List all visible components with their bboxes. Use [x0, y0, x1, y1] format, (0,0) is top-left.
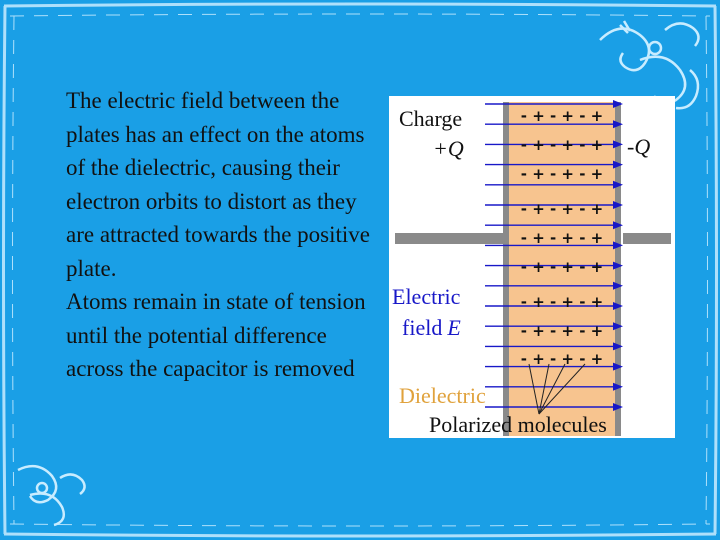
dielectric-label: Dielectric — [399, 383, 486, 408]
field-symbol: E — [446, 315, 461, 340]
field-arrow — [485, 241, 623, 250]
paragraph-field-effect: The electric field between the plates ha… — [66, 88, 370, 281]
molecule-row: - + - + - + — [521, 293, 604, 311]
field-arrow — [485, 302, 623, 310]
dielectric-diagram-svg: - + - + - + - + - + - + - + - + - + - + - +… — [392, 100, 671, 437]
molecule-row: - + - + - + — [521, 107, 604, 125]
corner-flourish-bottom-left — [17, 464, 86, 527]
field-arrow — [485, 403, 623, 411]
molecule-row: - + - + - + — [521, 136, 604, 154]
field-arrow — [485, 180, 623, 189]
minus-q-label: -Q — [627, 134, 650, 159]
right-plate — [623, 233, 671, 244]
polarized-molecules: - + - + - + - + - + - + - + - + - + - + - +… — [521, 107, 604, 368]
field-arrow — [485, 140, 623, 149]
field-arrow — [485, 160, 623, 169]
molecule-row: - + - + - + — [521, 350, 604, 368]
left-plate — [395, 233, 503, 244]
field-arrows — [485, 100, 623, 411]
electric-label: Electric — [392, 284, 461, 309]
polarized-molecules-label: Polarized molecules — [429, 412, 607, 437]
left-plate-edge — [503, 102, 509, 436]
paragraph-tension: Atoms remain in state of tension until t… — [66, 289, 366, 381]
pointer-line — [538, 363, 566, 415]
dielectric-diagram: - + - + - + - + - + - + - + - + - + - + - +… — [389, 96, 675, 438]
plus-q-label: +Q — [433, 136, 464, 161]
corner-flourish-top-right — [599, 20, 700, 110]
dielectric-slab — [509, 102, 615, 436]
field-arrow — [485, 120, 623, 129]
field-arrow — [485, 382, 623, 391]
right-plate-edge — [615, 102, 621, 436]
molecule-row: - + - + - + — [521, 200, 604, 218]
field-arrow — [485, 281, 623, 290]
charge-label: Charge — [399, 106, 462, 131]
field-arrow — [485, 221, 623, 230]
field-arrow — [485, 201, 623, 209]
molecule-row: - + - + - + — [521, 229, 604, 247]
field-arrow — [485, 322, 623, 331]
molecule-row: - + - + - + — [521, 165, 604, 183]
field-arrow — [485, 100, 623, 108]
pointer-line — [528, 363, 540, 415]
molecule-row: - + - + - + — [521, 322, 604, 340]
molecule-row: - + - + - + — [521, 258, 604, 276]
field-arrow — [485, 342, 623, 351]
description-text: The electric field between the plates ha… — [66, 84, 384, 386]
molecule-pointer-lines — [528, 363, 586, 415]
field-arrow — [485, 362, 623, 371]
field-arrow — [485, 261, 623, 270]
pointer-line — [538, 363, 586, 415]
pointer-line — [538, 363, 550, 415]
field-word: field — [402, 315, 442, 340]
